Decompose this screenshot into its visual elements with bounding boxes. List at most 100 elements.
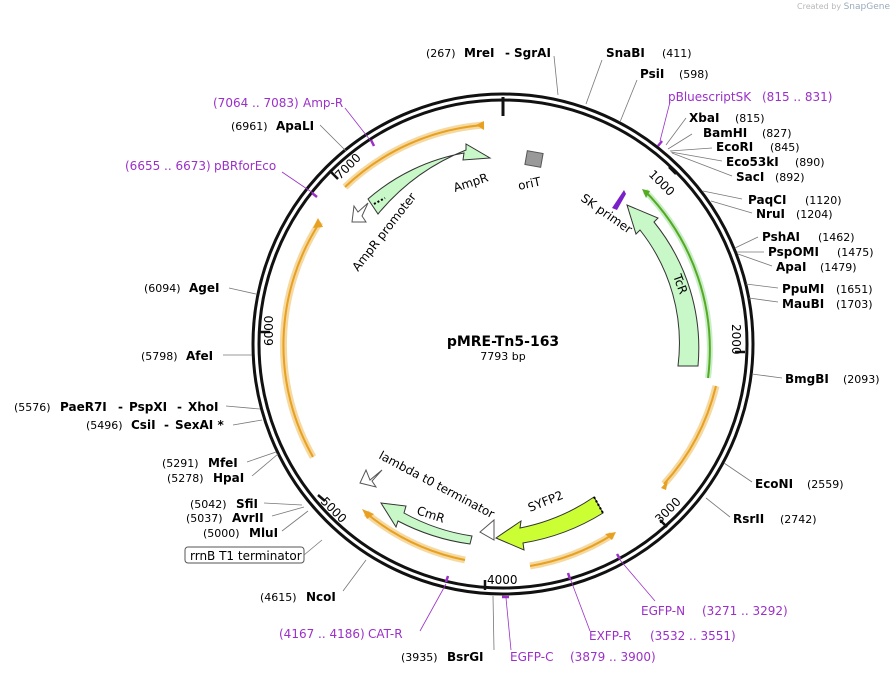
svg-text:Amp-R: Amp-R [303,96,343,110]
primer-pbluescriptsk[interactable]: pBluescriptSK (815 .. 831) [668,90,832,104]
primer-cat-r[interactable]: (4167 .. 4186) CAT-R [279,627,403,641]
orf-arrowheads [313,121,668,540]
svg-text:EcoNI: EcoNI [755,477,793,491]
svg-text:PsiI: PsiI [640,67,664,81]
primer-pbrforeco[interactable]: (6655 .. 6673) pBRforEco [125,159,276,173]
orit-label: oriT [517,174,543,193]
site-mrei-sgrai[interactable]: (267) MreI - SgrAI [426,46,551,60]
orf-arcs [280,121,720,570]
site-csii-sexai[interactable]: (5496) CsiI - SexAI * [86,418,224,432]
site-sfii[interactable]: (5042) SfiI [190,497,258,511]
primer-amp-r[interactable]: (7064 .. 7083) Amp-R [213,96,343,110]
small-terminator-arrow [479,518,495,541]
site-saci[interactable]: SacI (892) [736,170,805,184]
primer-ticks [311,139,663,599]
svg-text:(892): (892) [775,171,805,184]
svg-text:EcoRI: EcoRI [716,140,753,154]
svg-text:(7064 .. 7083): (7064 .. 7083) [213,96,299,110]
primer-exfp-r[interactable]: EXFP-R (3532 .. 3551) [589,629,736,643]
site-avrii[interactable]: (5037) AvrII [186,511,264,525]
syfp2-label: SYFP2 [526,488,565,515]
svg-text:AgeI: AgeI [189,281,219,295]
svg-text:(5496): (5496) [86,419,123,432]
svg-text:(845): (845) [770,141,800,154]
site-apali[interactable]: (6961) ApaLI [231,119,314,133]
site-mlui[interactable]: (5000) MluI [203,526,278,540]
site-apai[interactable]: ApaI (1479) [776,260,857,274]
svg-text:-: - [177,400,182,414]
tcr-feature-arrow[interactable] [626,204,700,367]
svg-text:(4167 .. 4186): (4167 .. 4186) [279,627,365,641]
svg-text:RsrII: RsrII [733,512,764,526]
svg-text:BsrGI: BsrGI [447,650,484,664]
tcr-label: TcR [670,271,690,296]
svg-text:(5000): (5000) [203,527,240,540]
svg-text:(6655 .. 6673): (6655 .. 6673) [125,159,211,173]
svg-text:6000: 6000 [262,315,276,346]
svg-text:SexAI *: SexAI * [175,418,224,432]
site-nrui[interactable]: NruI (1204) [756,207,833,221]
svg-text:SacI: SacI [736,170,764,184]
tcr-line-arc [642,188,713,379]
svg-text:ApaI: ApaI [776,260,806,274]
site-hpai[interactable]: (5278) HpaI [167,471,244,485]
svg-text:(5278): (5278) [167,472,204,485]
rrnb-t1-terminator-label[interactable]: rrnB T1 terminator [184,539,323,564]
site-bsrgi[interactable]: (3935) BsrGI [401,650,484,664]
site-econi[interactable]: EcoNI (2559) [755,477,844,491]
site-mfei[interactable]: (5291) MfeI [162,456,238,470]
snapgene-watermark: Created by SnapGene [797,2,890,12]
site-pshai[interactable]: PshAI (1462) [762,230,855,244]
svg-text:BmgBI: BmgBI [785,372,829,386]
site-bamhi[interactable]: BamHI (827) [703,126,792,140]
snapgene-logo: SnapGene [843,2,890,12]
primer-egfp-n[interactable]: EGFP-N (3271 .. 3292) [641,604,788,618]
svg-text:AvrII: AvrII [232,511,264,525]
svg-text:(2093): (2093) [843,373,880,386]
site-pspomi[interactable]: PspOMI (1475) [768,245,874,259]
svg-text:PpuMI: PpuMI [782,282,824,296]
svg-text:MauBI: MauBI [782,297,824,311]
svg-text:Eco53kI: Eco53kI [726,155,779,169]
site-ncoi[interactable]: (4615) NcoI [260,590,336,604]
site-afei[interactable]: (5798) AfeI [141,349,213,363]
site-eco53ki[interactable]: Eco53kI (890) [726,155,825,169]
svg-text:rrnB T1 terminator: rrnB T1 terminator [190,549,302,563]
backbone-outer-ring [251,92,755,596]
site-paqci[interactable]: PaqCI (1120) [748,193,842,207]
svg-text:(5798): (5798) [141,350,178,363]
svg-text:(815 .. 831): (815 .. 831) [762,90,832,104]
syfp2-feature-arrow[interactable] [494,496,604,551]
svg-text:XhoI: XhoI [188,400,219,414]
site-paer7i-pspxi-xhoi[interactable]: (5576) PaeR7I - PspXI - XhoI [14,400,219,414]
site-rsrii[interactable]: RsrII (2742) [733,512,817,526]
site-maubi[interactable]: MauBI (1703) [782,297,873,311]
svg-text:MreI: MreI [464,46,494,60]
svg-text:PspXI: PspXI [129,400,167,414]
site-snabi[interactable]: SnaBI (411) [606,46,692,60]
svg-text:(411): (411) [662,47,692,60]
svg-text:(1651): (1651) [836,283,873,296]
site-agei[interactable]: (6094) AgeI [144,281,219,295]
svg-text:(6094): (6094) [144,282,181,295]
site-ppumi[interactable]: PpuMI (1651) [782,282,873,296]
site-xbai[interactable]: XbaI (815) [689,111,765,125]
sk-primer-label: SK primer [578,191,635,236]
site-leader-lines [223,55,783,651]
svg-text:(815): (815) [735,112,765,125]
svg-text:(5576): (5576) [14,401,51,414]
tick-2000: 2000 [729,324,745,355]
svg-text:ApaLI: ApaLI [276,119,314,133]
cmr-feature-arrow[interactable] [380,502,473,545]
svg-text:pBRforEco: pBRforEco [214,159,276,173]
svg-text:PaeR7I: PaeR7I [60,400,107,414]
site-bmgbi[interactable]: BmgBI (2093) [785,372,880,386]
svg-text:EGFP-C: EGFP-C [510,650,553,664]
site-ecori[interactable]: EcoRI (845) [716,140,800,154]
site-psii[interactable]: PsiI (598) [640,67,709,81]
lambda-t0-arrow [359,468,383,488]
primer-egfp-c[interactable]: EGFP-C (3879 .. 3900) [510,650,656,664]
ampr-feature-arrow[interactable] [367,143,492,215]
svg-text:4000: 4000 [487,573,518,587]
